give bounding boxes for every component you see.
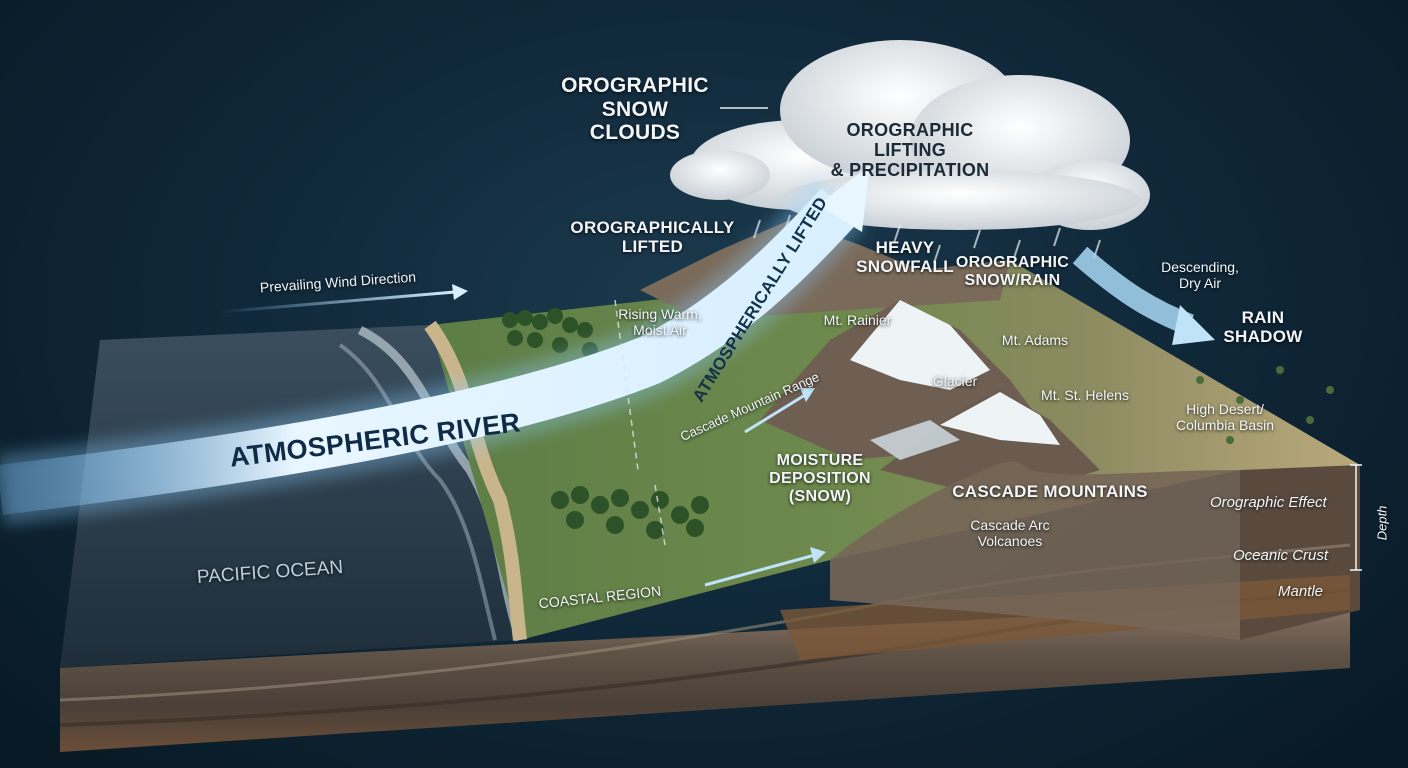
orographic-cloud bbox=[670, 40, 1150, 230]
cascade-range-arrow bbox=[744, 388, 815, 434]
desert-shrubs bbox=[1196, 366, 1334, 444]
atmospheric-river-arrowhead bbox=[818, 165, 870, 232]
descending-dry-air-arrow bbox=[1072, 246, 1194, 336]
label-orographic-effect: Orographic Effect bbox=[1210, 494, 1327, 511]
label-orographic-snow-rain: OROGRAPHIC SNOW/RAIN bbox=[955, 254, 1070, 289]
label-oceanic-crust: Oceanic Crust bbox=[1233, 547, 1329, 564]
beach bbox=[424, 320, 527, 641]
label-descending-dry-air: Descending, Dry Air bbox=[1161, 259, 1239, 291]
label-high-desert: High Desert/ Columbia Basin bbox=[1175, 401, 1275, 433]
label-orographic-lifting: OROGRAPHIC LIFTING & PRECIPITATION bbox=[830, 120, 990, 181]
atmospheric-river-band bbox=[0, 188, 859, 515]
coastal-arrow bbox=[704, 547, 826, 587]
glacier-field bbox=[870, 420, 960, 460]
label-glacier: Glacier bbox=[932, 373, 978, 389]
cascade-cross-section bbox=[830, 461, 1240, 640]
label-mantle: Mantle bbox=[1278, 583, 1324, 600]
label-rain-shadow: RAIN SHADOW bbox=[1223, 308, 1303, 347]
mt-rainier-snow bbox=[850, 300, 990, 390]
mt-st-helens-snow bbox=[940, 392, 1060, 445]
descending-arrowhead bbox=[1172, 305, 1215, 345]
label-moisture-deposition: MOISTURE DEPOSITION (SNOW) bbox=[769, 452, 871, 505]
label-cascade-mountains: CASCADE MOUNTAINS bbox=[952, 482, 1148, 501]
label-rising-warm: Rising Warm, Moist Air bbox=[618, 306, 702, 338]
label-cascade-arc: Cascade Arc Volcanoes bbox=[970, 517, 1050, 549]
label-mt-st-helens: Mt. St. Helens bbox=[1041, 387, 1129, 403]
label-depth: Depth bbox=[1374, 505, 1390, 541]
label-mt-rainier: Mt. Rainier bbox=[823, 312, 892, 328]
prevailing-wind-arrow bbox=[217, 284, 468, 314]
label-heavy-snowfall: HEAVY SNOWFALL bbox=[856, 238, 954, 277]
forest bbox=[502, 308, 709, 539]
label-mt-adams: Mt. Adams bbox=[1001, 332, 1069, 348]
label-orographic-snow-clouds: OROGRAPHIC SNOW CLOUDS bbox=[561, 74, 709, 145]
mt-st-helens-mountain bbox=[880, 390, 1100, 500]
label-orographically-lifted: OROGRAPHICALLY LIFTED bbox=[570, 218, 735, 257]
depth-bracket bbox=[1350, 464, 1362, 571]
